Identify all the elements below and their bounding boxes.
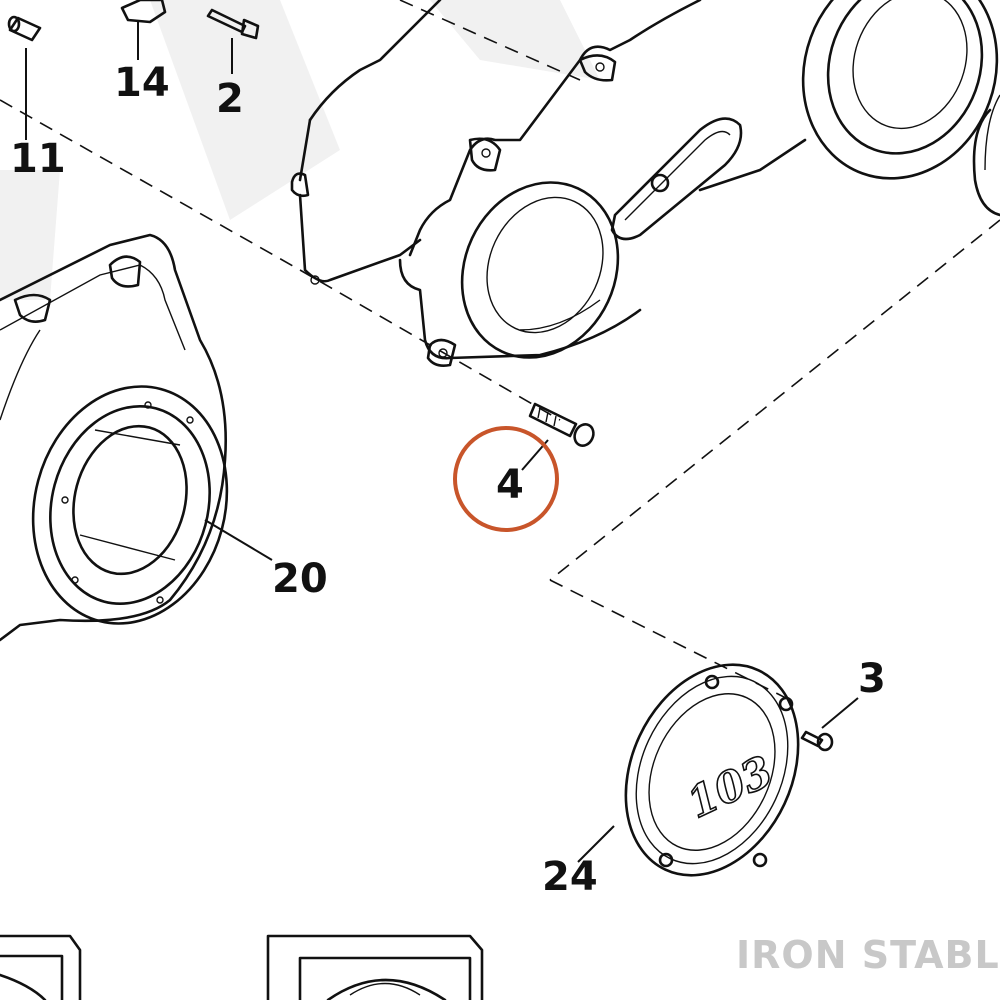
genuine-parts-box-left bbox=[0, 934, 82, 1000]
watermark-iron-stable: IRON STABLE bbox=[736, 933, 1000, 977]
part-20-inner-primary bbox=[0, 233, 229, 642]
part-2-bolt bbox=[206, 8, 260, 74]
part-11-plug bbox=[7, 15, 42, 140]
callout-3: 3 bbox=[858, 656, 886, 702]
derby-cover-103-text: 103 bbox=[680, 746, 780, 827]
genuine-parts-box-right bbox=[266, 934, 484, 1000]
callout-11: 11 bbox=[10, 136, 66, 182]
callout-24: 24 bbox=[542, 854, 598, 900]
callout-14: 14 bbox=[114, 60, 170, 106]
lead-line-20 bbox=[204, 519, 273, 561]
callout-4: 4 bbox=[496, 462, 524, 508]
part-3-screw bbox=[800, 697, 859, 752]
primary-cover-assembly bbox=[290, 0, 1000, 367]
part-24-derby-cover: 103 bbox=[577, 663, 800, 877]
background-watermark-shapes bbox=[0, 0, 600, 300]
callout-2: 2 bbox=[216, 76, 244, 122]
callout-20: 20 bbox=[272, 556, 328, 602]
part-4-bolt bbox=[521, 402, 595, 471]
part-14-clip bbox=[120, 0, 167, 60]
callout-4-highlight-circle bbox=[453, 426, 559, 532]
